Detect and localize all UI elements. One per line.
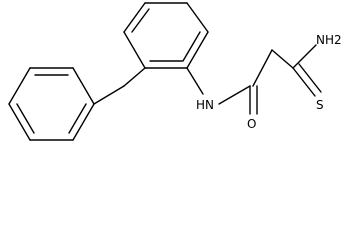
thiocarbonyl-double-bond — [292, 63, 322, 97]
carbonyl-oxygen-label: O — [247, 117, 256, 131]
amide-nh-label: HN — [196, 98, 214, 112]
carbonyl-double-bond — [249, 85, 258, 115]
anilide-phenyl-ring — [123, 2, 209, 69]
methylene-to-thiocarbon-bond — [271, 49, 294, 69]
amine-nh2-label: NH2 — [316, 33, 342, 47]
thiocarbon-to-amine-bond — [292, 44, 317, 69]
benzyl-phenyl-ring — [8, 67, 95, 141]
ring-to-nitrogen-bond — [186, 67, 204, 95]
nitrogen-to-carbonyl-bond — [218, 85, 251, 105]
thioamide-sulfur-label: S — [316, 98, 324, 112]
methylene-bridge — [93, 67, 146, 105]
carbonyl-to-methylene-bond — [252, 49, 273, 87]
chemical-structure-diagram: HN O S NH2 — [8, 2, 342, 141]
